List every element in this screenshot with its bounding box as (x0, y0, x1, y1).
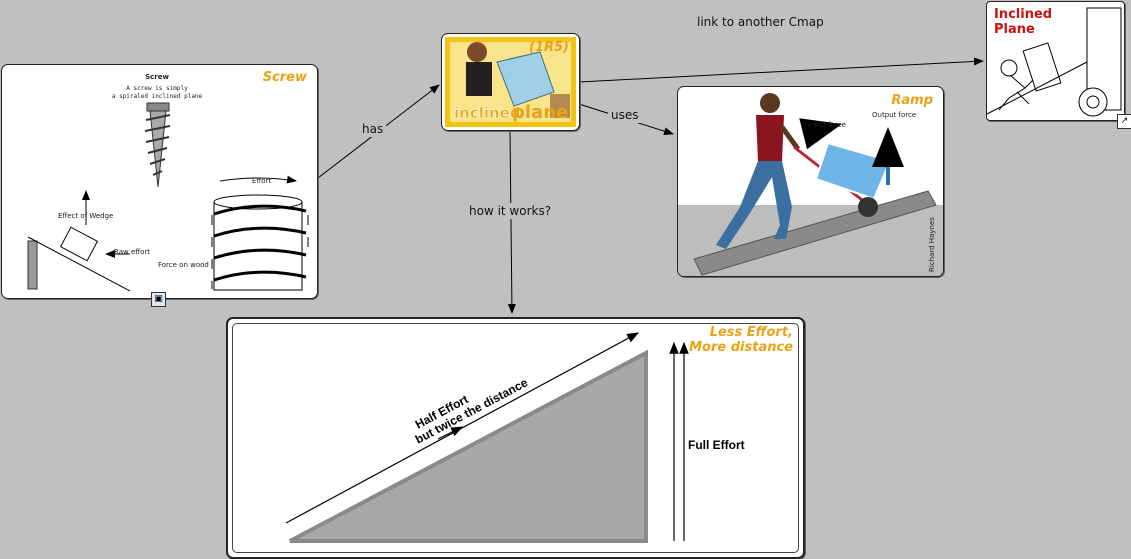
how-it-works-title: Less Effort, More distance (689, 325, 793, 355)
edge-how (510, 132, 512, 313)
screw-caption-title: Screw (145, 73, 169, 81)
screw-caption-line2: a spiraled inclined plane (112, 93, 203, 100)
screw-illustration: Screw A screw is simply a spiraled incli… (2, 65, 317, 298)
linked-cmap-title: Inclined Plane (994, 7, 1052, 37)
ramp-node[interactable]: Input force Output force Richard Haynes … (677, 86, 944, 277)
works-title-line1: Less Effort, (710, 325, 793, 340)
link-shortcut-icon[interactable]: ↗ (1117, 114, 1131, 129)
edge-link (579, 61, 983, 82)
label-output-force: Output force (872, 111, 916, 119)
full-effort-label: Full Effort (688, 438, 745, 452)
screw-caption-line1: A screw is simply (126, 85, 188, 92)
inclined-plane-shape (290, 353, 646, 541)
works-title-line2: More distance (689, 340, 793, 355)
inclined-plane-main-node[interactable]: (1R5) inclined plane (441, 33, 580, 131)
label-force-on-wood: Force on wood (158, 261, 209, 269)
main-node-tag: (1R5) (529, 40, 569, 55)
screw-node[interactable]: Screw A screw is simply a spiraled incli… (1, 64, 318, 299)
image-resource-icon[interactable]: ▣ (151, 292, 166, 307)
main-node-word-plane: plane (512, 102, 568, 123)
wedge-icon (28, 191, 130, 291)
screw-coil-icon (212, 178, 308, 290)
edge-label-uses[interactable]: uses (608, 107, 642, 123)
linked-title-line2: Plane (994, 22, 1035, 37)
edge-label-has[interactable]: has (359, 121, 386, 137)
label-effect-of-wedge: Effect of Wedge (58, 212, 113, 220)
label-input-force: Input force (808, 121, 846, 129)
label-effort: Effort (252, 177, 271, 185)
screw-title: Screw (263, 70, 307, 85)
linked-title-line1: Inclined (994, 7, 1052, 22)
edge-label-link[interactable]: link to another Cmap (694, 14, 827, 30)
main-node-word-inclined: inclined (454, 104, 521, 122)
edge-label-how[interactable]: how it works? (466, 203, 554, 219)
photo-credit: Richard Haynes (928, 217, 936, 272)
ramp-title: Ramp (891, 93, 933, 108)
how-it-works-node[interactable]: Half Effort but twice the distance Full … (226, 317, 805, 559)
ramp-illustration: Input force Output force Richard Haynes (678, 87, 943, 276)
screw-icon (145, 103, 170, 187)
person-pushing-drawers-icon (999, 43, 1061, 110)
label-raw-effort: Raw effort (114, 248, 150, 256)
linked-cmap-node[interactable]: Inclined Plane (986, 1, 1125, 121)
